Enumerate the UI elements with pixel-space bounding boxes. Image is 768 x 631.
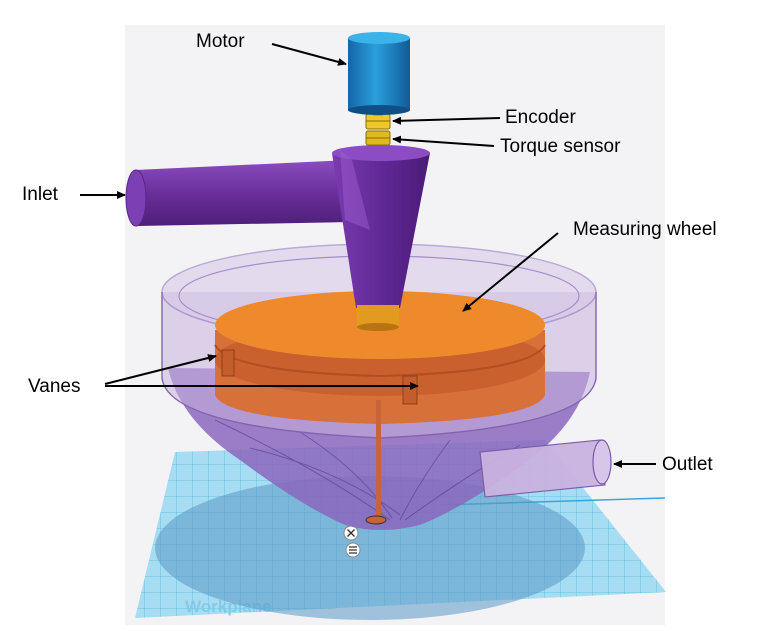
funnel [332, 145, 430, 308]
center-shaft [376, 400, 381, 520]
torque-sensor [365, 130, 391, 146]
inlet-label: Inlet [22, 184, 58, 205]
motor-arrow [271, 43, 347, 66]
torque-sensor-label: Torque sensor [500, 136, 621, 157]
outlet-pipe [479, 439, 612, 498]
outlet-label: Outlet [662, 454, 713, 475]
wheel-hub [357, 305, 399, 331]
motor-label: Motor [196, 31, 245, 52]
workplane-close-icon[interactable] [343, 525, 359, 541]
measuring-wheel-arrow [462, 232, 559, 312]
vanes [221, 349, 418, 405]
encoder [365, 113, 391, 130]
leader-arrows [80, 43, 656, 468]
motor [348, 32, 410, 115]
encoder-arrow [392, 116, 501, 125]
torque-sensor-arrow [392, 135, 495, 147]
encoder-label: Encoder [505, 107, 576, 128]
measuring-wheel-label: Measuring wheel [573, 219, 717, 240]
bottom-hub [365, 515, 387, 525]
inlet-pipe [125, 160, 352, 227]
workplane-menu-icon[interactable] [345, 542, 361, 558]
vanes-arrow-1 [104, 354, 217, 385]
vanes-label: Vanes [28, 376, 81, 397]
shadow [155, 476, 585, 620]
